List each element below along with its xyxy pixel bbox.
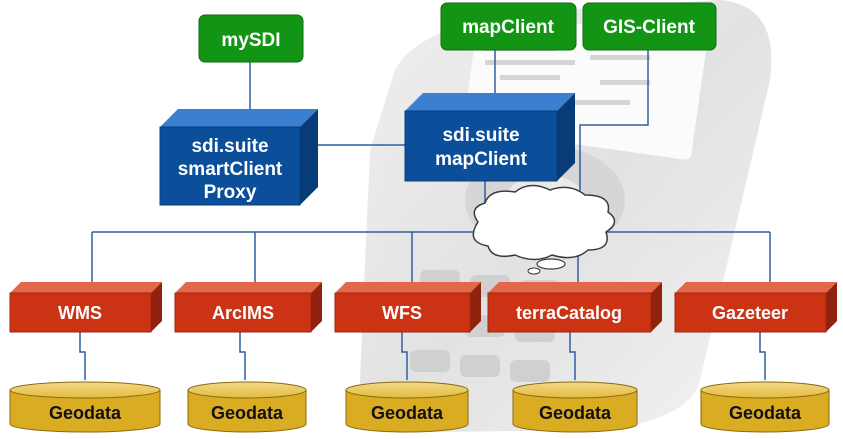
connector-wms-geodata [79,332,86,380]
service-arcims-label: ArcIMS [212,303,274,323]
middleware-proxy-line3: Proxy [204,182,257,203]
connector-gisclient-cloud [579,50,649,218]
connector-wfs-geodata [401,332,408,380]
middleware-proxy-line1: sdi.suite [191,136,268,157]
service-arcims[interactable]: ArcIMS [174,282,322,333]
geodata-arcims-label: Geodata [211,403,284,423]
service-gazeteer[interactable]: Gazeteer [674,282,837,333]
middleware-mapclient[interactable]: sdi.suite mapClient [404,93,575,182]
client-mysdi-label: mySDI [221,30,280,51]
geodata-wms-label: Geodata [49,403,122,423]
client-gisclient[interactable]: GIS-Client [582,2,717,51]
connector-gazeteer-geodata [759,332,766,380]
geodata-wfs: Geodata [345,381,469,433]
service-wms-label: WMS [58,303,102,323]
geodata-wms: Geodata [9,381,161,433]
geodata-terracatalog: Geodata [512,381,638,433]
client-mysdi[interactable]: mySDI [198,14,304,63]
connector-lines [79,50,771,380]
middleware-proxy[interactable]: sdi.suite smartClient Proxy [159,109,318,206]
service-wms[interactable]: WMS [9,282,162,333]
geodata-terracatalog-label: Geodata [539,403,612,423]
connector-terracatalog-geodata [569,332,576,380]
client-mapclient[interactable]: mapClient [440,2,577,51]
geodata-wfs-label: Geodata [371,403,444,423]
client-gisclient-label: GIS-Client [603,17,696,38]
service-wfs-label: WFS [382,303,422,323]
geodata-gazeteer-label: Geodata [729,403,802,423]
service-terracatalog[interactable]: terraCatalog [487,282,662,333]
middleware-mapclient-line1: sdi.suite [442,125,519,146]
middleware-proxy-line2: smartClient [178,159,283,180]
client-mapclient-label: mapClient [462,17,555,38]
geodata-arcims: Geodata [187,381,307,433]
geodata-gazeteer: Geodata [700,381,830,433]
middleware-mapclient-line2: mapClient [435,149,528,170]
service-wfs[interactable]: WFS [334,282,481,333]
service-terracatalog-label: terraCatalog [516,303,622,323]
service-gazeteer-label: Gazeteer [712,303,788,323]
connector-arcims-geodata [239,332,246,380]
network-cloud-icon [472,184,616,275]
